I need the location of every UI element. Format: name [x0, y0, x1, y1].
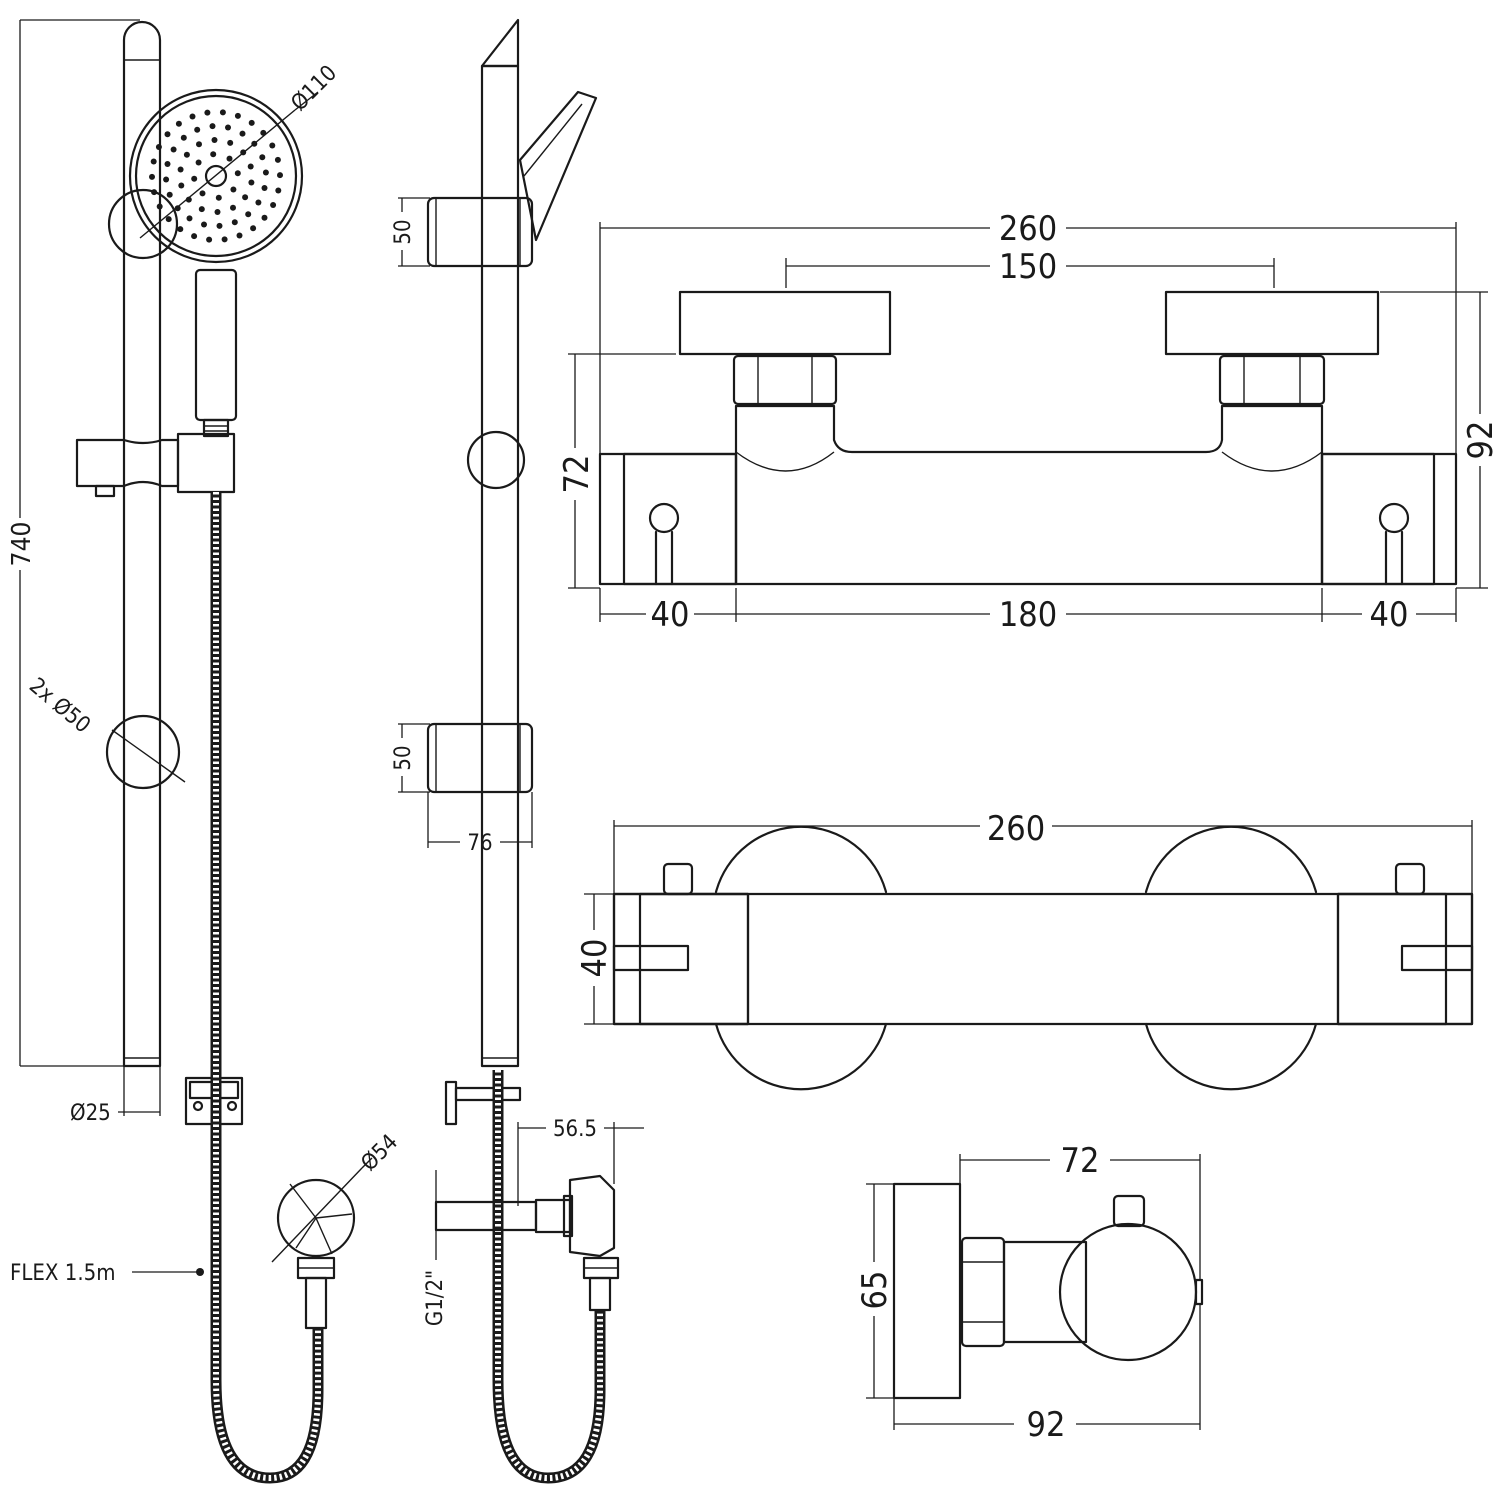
outlet-elbow-front [271, 1157, 373, 1330]
nozzle-dot [191, 233, 198, 240]
nozzle-dot [177, 226, 184, 233]
nozzle-dot [227, 139, 234, 146]
thread-label: G1/2" [423, 1270, 448, 1326]
valve-front-elevation [598, 290, 1458, 586]
nozzle-dot [221, 236, 228, 243]
valve-front-width-label: 260 [999, 209, 1057, 249]
nozzle-dot [194, 126, 201, 133]
valve-front-mid-label: 180 [999, 595, 1057, 635]
nozzle-dot [186, 215, 193, 222]
nozzle-dot [150, 158, 157, 165]
nozzle-dot [230, 204, 236, 211]
nozzle-dot [166, 191, 173, 198]
bracket-upper-height-label: 50 [391, 219, 416, 244]
valve-front-body-height-label: 72 [557, 455, 597, 494]
valve-plan-width-label: 260 [987, 809, 1045, 849]
valve-front-total-height-label: 92 [1461, 421, 1500, 460]
nozzle-dot [151, 189, 158, 196]
valve-side-view [892, 1182, 1204, 1400]
nozzle-dot [155, 144, 162, 150]
nozzle-dot [156, 203, 163, 210]
outlet-projection-label: 56.5 [553, 1117, 597, 1142]
nozzle-dot [261, 214, 268, 221]
nozzle-dot [245, 211, 252, 218]
nozzle-dot [206, 236, 213, 243]
bracket-projection-label: 76 [467, 831, 492, 856]
nozzle-dot [180, 134, 187, 141]
valve-plan-view [612, 825, 1474, 1091]
nozzle-dot [270, 202, 277, 208]
nozzle-dot [226, 155, 233, 162]
nozzle-dot [191, 175, 198, 182]
nozzle-dot [199, 190, 206, 197]
nozzle-dot [259, 154, 266, 161]
nozzle-dot [231, 219, 238, 226]
nozzle-dot [234, 170, 241, 177]
hose-front [210, 492, 324, 1484]
nozzle-dot [165, 216, 172, 223]
nozzle-dot [183, 151, 190, 158]
nozzle-dot [255, 199, 262, 206]
nozzle-dot [196, 141, 202, 148]
nozzle-dot [250, 225, 257, 232]
bracket-diameter-label: 2x Ø50 [24, 673, 95, 738]
valve-side-height-label: 65 [855, 1271, 895, 1310]
nozzle-dot [189, 113, 196, 120]
outlet-diameter-label: Ø54 [357, 1130, 404, 1177]
nozzle-dot [262, 169, 269, 176]
nozzle-dot [230, 186, 237, 193]
valve-side-total-label: 92 [1027, 1405, 1066, 1445]
nozzle-dot [195, 159, 202, 166]
nozzle-dot [275, 187, 282, 194]
nozzle-dot [198, 206, 205, 213]
nozzle-dot [261, 185, 268, 191]
valve-front-end-left-label: 40 [651, 595, 690, 635]
nozzle-dot [216, 222, 223, 229]
nozzle-dot [163, 176, 170, 183]
nozzle-dot [164, 161, 171, 167]
nozzle-dot [164, 131, 171, 138]
nozzle-dot [170, 146, 177, 153]
valve-plan-depth-label: 40 [575, 939, 615, 978]
nozzle-dot [219, 109, 226, 116]
nozzle-dot [174, 205, 181, 212]
nozzle-dot [177, 166, 184, 173]
nozzle-dot [178, 182, 185, 189]
nozzle-dot [242, 194, 249, 201]
bracket-lower-height-label: 50 [391, 745, 416, 770]
nozzle-dot [236, 232, 243, 239]
nozzle-dot [274, 156, 281, 163]
nozzle-dot [209, 123, 216, 130]
nozzle-dot [225, 124, 231, 131]
nozzle-dot [247, 163, 254, 170]
nozzle-dot [210, 151, 217, 158]
nozzle-dot [215, 194, 222, 201]
nozzle-dot [234, 112, 241, 119]
nozzle-dot [277, 172, 283, 179]
valve-side-depth-label: 72 [1061, 1141, 1100, 1181]
rail-diameter-label: Ø25 [70, 1101, 111, 1126]
nozzle-dot [149, 173, 155, 180]
rail-side-view [426, 18, 620, 1484]
head-nozzles [149, 109, 283, 243]
nozzle-dot [248, 179, 255, 186]
nozzle-dot [211, 137, 218, 143]
flex-label: FLEX 1.5m [10, 1261, 116, 1286]
rail-front-view [75, 20, 319, 1068]
nozzle-dot [239, 130, 246, 137]
nozzle-dot [204, 109, 211, 116]
valve-front-centres-label: 150 [999, 247, 1057, 287]
dimension-labels: 740 Ø25 Ø110 2x Ø50 Ø54 FLEX 1.5m 50 50 … [7, 61, 1500, 1445]
valve-front-end-right-label: 40 [1370, 595, 1409, 635]
nozzle-dot [201, 221, 207, 228]
nozzle-dot [214, 209, 221, 215]
nozzle-dot [175, 120, 182, 127]
nozzle-dot [269, 142, 276, 149]
dimension-lines [19, 19, 1488, 1430]
head-diameter-label: Ø110 [287, 61, 342, 116]
rail-height-label: 740 [7, 522, 37, 567]
nozzle-dot [248, 119, 255, 126]
